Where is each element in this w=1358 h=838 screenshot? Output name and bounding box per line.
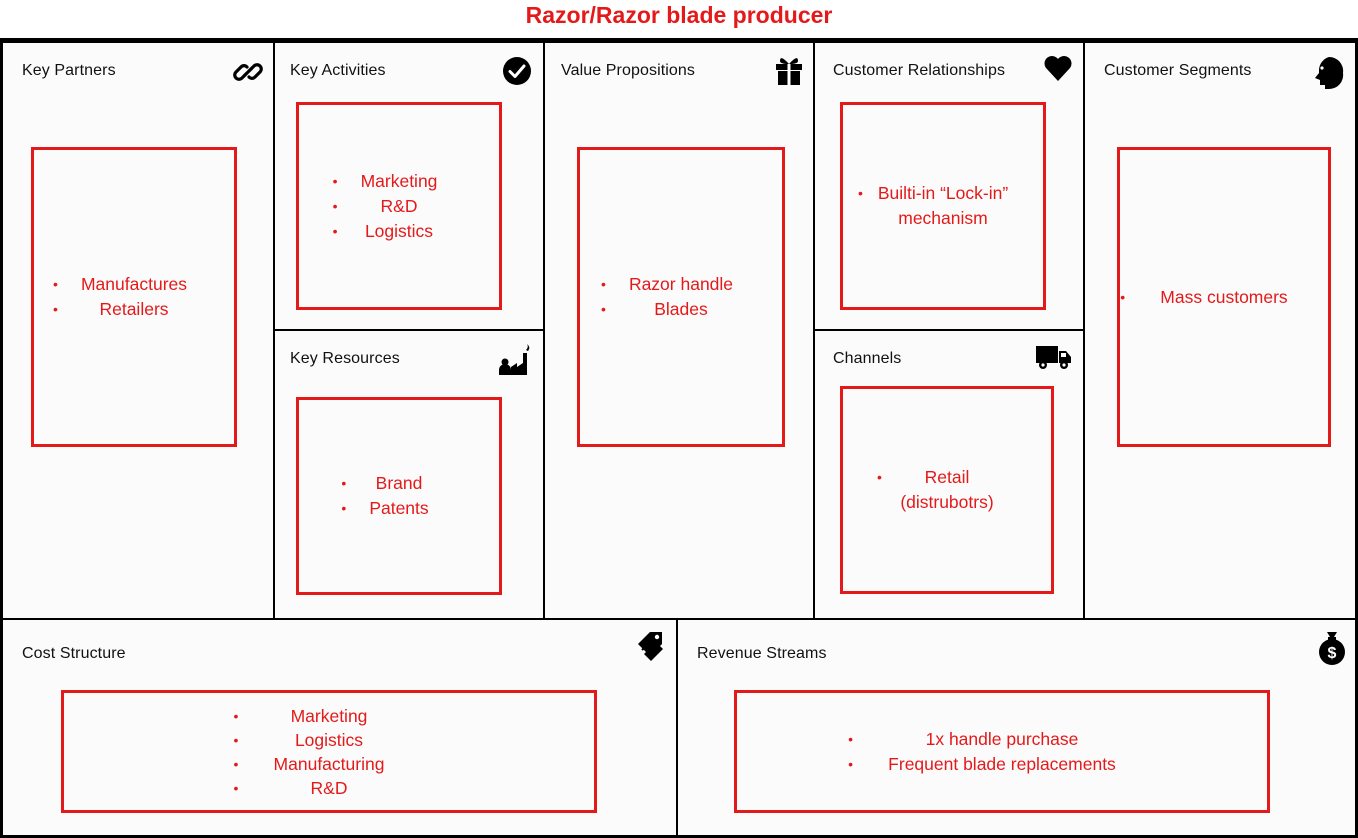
divider xyxy=(676,618,678,838)
list-item: •1x handle purchase xyxy=(848,728,1079,749)
list-item: •R&D xyxy=(233,777,348,798)
block-cost-structure: Cost Structure •Marketing •Logistics •Ma… xyxy=(3,620,676,838)
divider xyxy=(273,329,545,331)
list-item: •Retailers xyxy=(52,299,169,319)
factory-worker-icon xyxy=(497,341,533,377)
sticky-note: •Mass customers xyxy=(1117,147,1331,447)
face-profile-icon xyxy=(1309,55,1345,91)
block-heading: Customer Relationships xyxy=(833,62,1006,79)
block-heading: Customer Segments xyxy=(1104,62,1252,79)
block-heading: Key Partners xyxy=(22,62,116,79)
list-item: •Logistics xyxy=(233,729,364,750)
block-heading: Value Propositions xyxy=(561,62,696,79)
block-heading: Cost Structure xyxy=(22,645,126,662)
list-item: •Builti-in “Lock-in” mechanism xyxy=(858,183,1009,228)
block-key-partners: Key Partners •Manufactures •Retailers xyxy=(3,43,273,618)
heart-icon xyxy=(1043,54,1073,84)
block-revenue-streams: Revenue Streams $ •1x handle purchase •F… xyxy=(678,620,1358,838)
divider xyxy=(813,329,1085,331)
business-model-canvas: Key Partners •Manufactures •Retailers Ke… xyxy=(0,38,1358,838)
block-customer-segments: Customer Segments •Mass customers xyxy=(1085,43,1358,618)
block-value-propositions: Value Propositions •Razor handle •Blades xyxy=(545,43,813,618)
block-heading: Key Resources xyxy=(290,350,400,367)
svg-text:$: $ xyxy=(1328,645,1337,662)
list-item: •Manufacturing xyxy=(233,753,385,774)
sticky-note: •Retail (distrubotrs) xyxy=(840,386,1054,594)
sticky-note: •Marketing •R&D •Logistics xyxy=(296,102,502,310)
block-heading: Channels xyxy=(833,350,902,367)
list-item: •Manufactures xyxy=(52,274,188,294)
list-item: •R&D xyxy=(332,195,418,216)
list-item: •Brand xyxy=(341,473,423,493)
list-item: •Frequent blade replacements xyxy=(848,753,1116,774)
list-item: •Marketing xyxy=(233,705,368,726)
sticky-note: •1x handle purchase •Frequent blade repl… xyxy=(734,690,1270,813)
list-item: •Retail (distrubotrs) xyxy=(877,467,994,512)
money-bag-icon: $ xyxy=(1316,630,1348,666)
list-item: •Patents xyxy=(341,498,429,518)
sticky-note: •Marketing •Logistics •Manufacturing •R&… xyxy=(61,690,597,813)
truck-icon xyxy=(1035,343,1073,373)
list-item: •Marketing xyxy=(332,170,438,191)
gift-icon xyxy=(774,55,804,85)
canvas-title: Razor/Razor blade producer xyxy=(525,2,833,28)
block-customer-relationships: Customer Relationships •Builti-in “Lock-… xyxy=(815,43,1083,329)
block-heading: Key Activities xyxy=(290,62,386,79)
sticky-note: •Builti-in “Lock-in” mechanism xyxy=(840,102,1046,310)
sticky-note: •Razor handle •Blades xyxy=(577,147,785,447)
block-key-activities: Key Activities •Marketing •R&D •Logistic… xyxy=(275,43,543,329)
sticky-note: •Brand •Patents xyxy=(296,397,502,595)
list-item: •Razor handle xyxy=(600,274,734,294)
sticky-note: •Manufactures •Retailers xyxy=(31,147,237,447)
block-channels: Channels •Retail (distrubotrs) xyxy=(815,331,1083,618)
list-item: •Logistics xyxy=(332,220,434,241)
price-tag-icon xyxy=(636,630,668,662)
link-icon xyxy=(233,57,263,87)
divider xyxy=(3,618,1358,620)
list-item: •Blades xyxy=(600,299,708,319)
block-heading: Revenue Streams xyxy=(697,645,827,662)
checkmark-circle-icon xyxy=(502,56,532,86)
block-key-resources: Key Resources •Brand •Patents xyxy=(275,331,543,618)
list-item: •Mass customers xyxy=(1120,286,1288,307)
